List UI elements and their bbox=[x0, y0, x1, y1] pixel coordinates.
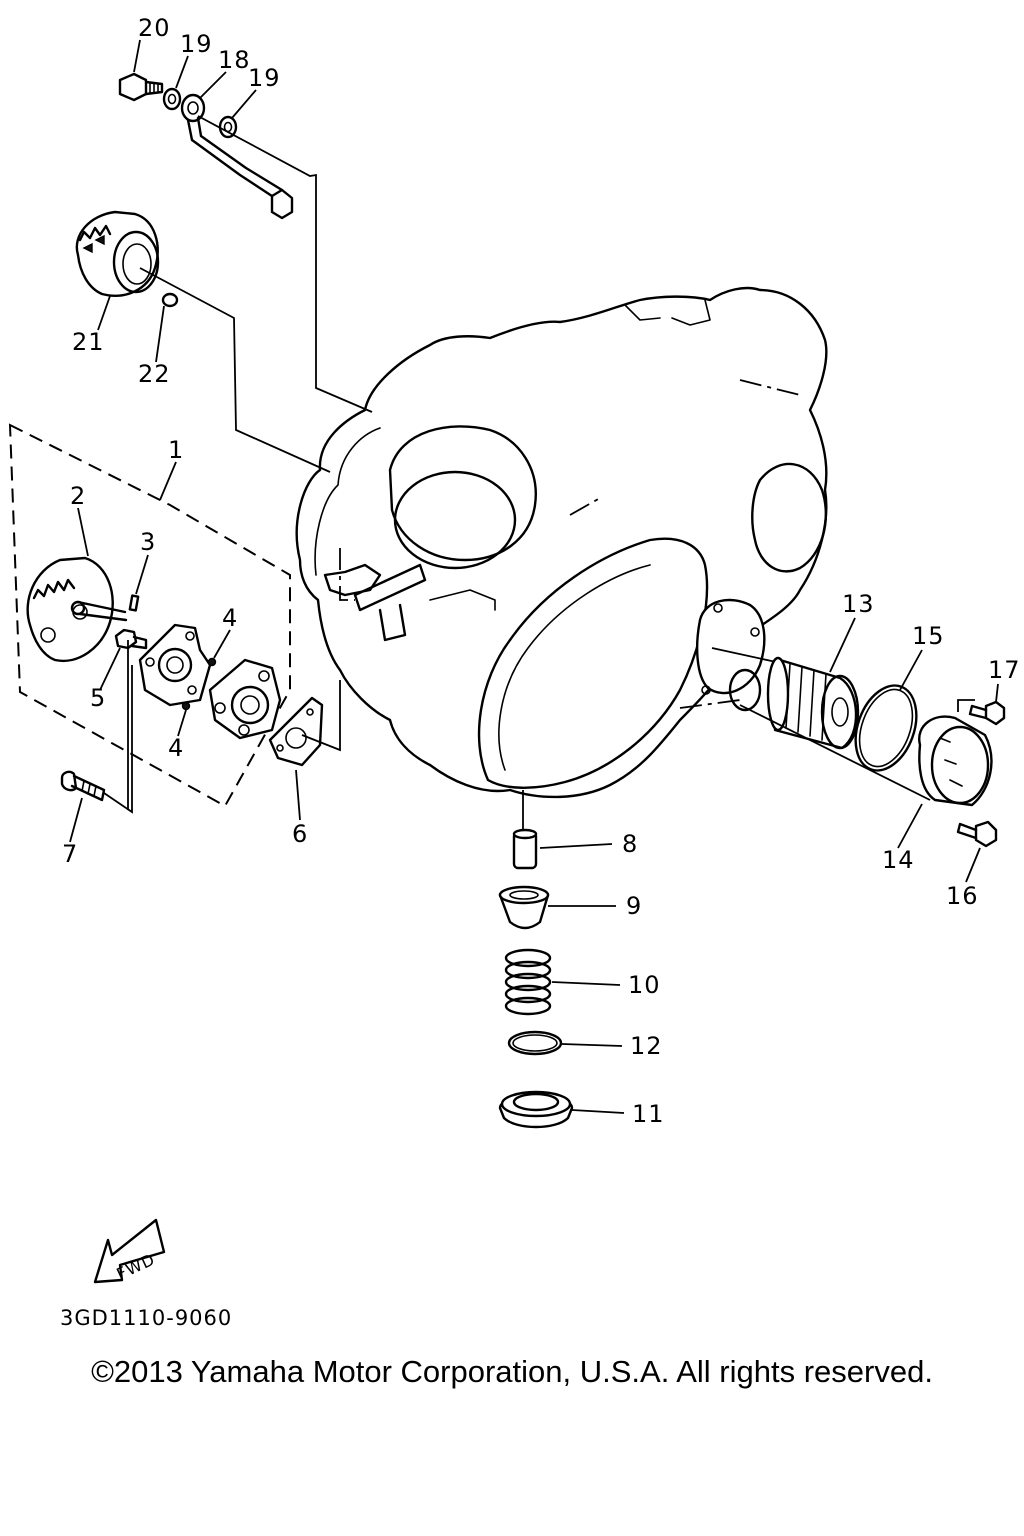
spring-10 bbox=[504, 948, 552, 1016]
pump-gasket-6 bbox=[268, 680, 341, 767]
bolt-17 bbox=[968, 700, 1006, 726]
filter-cover-14 bbox=[918, 715, 993, 807]
part-label-9: 9 bbox=[626, 892, 642, 920]
driven-gear-2 bbox=[26, 556, 128, 663]
part-label-15: 15 bbox=[912, 622, 945, 650]
oil-strainer-stack bbox=[498, 790, 574, 1129]
part-label-10: 10 bbox=[628, 971, 661, 999]
part-label-19-a: 19 bbox=[180, 30, 213, 58]
pump-body bbox=[208, 658, 282, 740]
part-label-20: 20 bbox=[138, 14, 171, 42]
oil-filter-assembly bbox=[695, 598, 1006, 848]
part-label-7: 7 bbox=[62, 840, 78, 868]
fwd-direction-arrow: FWD bbox=[93, 1218, 166, 1284]
part-label-13: 13 bbox=[842, 590, 875, 618]
oil-pipe-18 bbox=[180, 93, 294, 220]
filter-seat bbox=[695, 598, 766, 712]
union-bolt-20 bbox=[118, 72, 164, 102]
part-label-22: 22 bbox=[138, 360, 171, 388]
part-label-19-b: 19 bbox=[248, 64, 281, 92]
strainer-8 bbox=[512, 828, 538, 870]
part-label-16: 16 bbox=[946, 882, 979, 910]
part-label-4-upper: 4 bbox=[222, 604, 238, 632]
screw-5 bbox=[114, 628, 148, 650]
pin-3 bbox=[128, 594, 140, 612]
part-label-8: 8 bbox=[622, 830, 638, 858]
part-number-labels: 20 19 18 19 21 22 1 2 3 4 5 4 6 7 8 9 10… bbox=[62, 14, 1021, 1128]
part-label-3: 3 bbox=[140, 528, 156, 556]
part-label-21: 21 bbox=[72, 328, 105, 356]
o-ring-12 bbox=[507, 1030, 563, 1056]
label-leader-lines bbox=[69, 39, 999, 1114]
oil-pump-drive-gear-assembly bbox=[75, 210, 331, 473]
oil-pump-assembly bbox=[8, 423, 291, 814]
part-label-6: 6 bbox=[292, 820, 308, 848]
part-label-12: 12 bbox=[630, 1032, 663, 1060]
gasket-19-upper bbox=[162, 87, 182, 111]
oil-delivery-pipe-assembly bbox=[118, 72, 373, 413]
oil-filter-element-13 bbox=[766, 656, 860, 750]
dowel-4-lower bbox=[181, 701, 191, 711]
part-label-11: 11 bbox=[632, 1100, 665, 1128]
plug-9 bbox=[498, 885, 550, 930]
drive-gear-21 bbox=[75, 210, 160, 297]
screw-7 bbox=[60, 770, 106, 802]
crankcase-housing bbox=[295, 286, 828, 799]
gasket-19-lower bbox=[218, 115, 238, 139]
copyright-notice: ©2013 Yamaha Motor Corporation, U.S.A. A… bbox=[91, 1354, 933, 1389]
pump-cover bbox=[138, 623, 212, 707]
woodruff-key-22 bbox=[161, 292, 179, 308]
plug-11 bbox=[498, 1090, 574, 1129]
part-label-18: 18 bbox=[218, 46, 251, 74]
part-label-1: 1 bbox=[168, 436, 184, 464]
part-label-14: 14 bbox=[882, 846, 915, 874]
dowel-4-upper bbox=[207, 657, 217, 667]
part-label-2: 2 bbox=[70, 482, 86, 510]
bolt-16 bbox=[956, 820, 998, 848]
diagram-reference-code: 3GD1110-9060 bbox=[60, 1306, 233, 1330]
part-label-5: 5 bbox=[90, 684, 106, 712]
part-label-4-lower: 4 bbox=[168, 734, 184, 762]
part-label-17: 17 bbox=[988, 656, 1021, 684]
